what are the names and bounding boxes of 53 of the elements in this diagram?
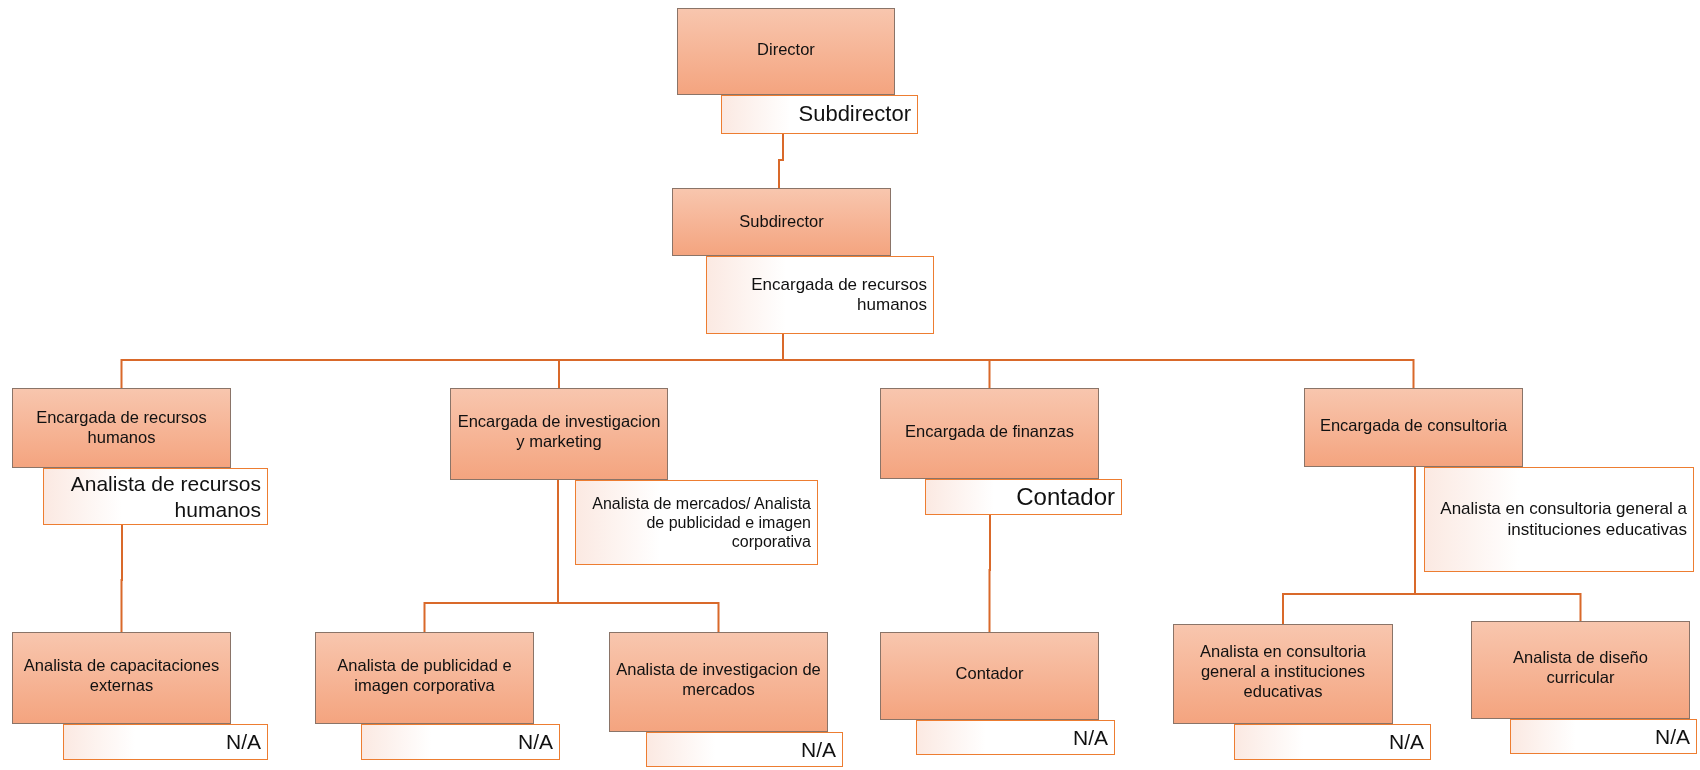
label-box [43,468,268,525]
node-text: Analista en consultoria general a instituciones educativas [1439,499,1687,540]
role-box [450,388,668,480]
role-box [1304,388,1523,467]
role-box [677,8,895,95]
node-text: N/A [801,736,836,763]
node-text: N/A [518,729,553,755]
node-text: Analista de diseño curricular [1512,648,1649,688]
node-text: Encargada de finanzas [905,421,1074,442]
role-box [880,388,1099,479]
role-box [315,632,534,724]
role-box [1471,621,1690,719]
label-box [925,479,1122,515]
node-text: Subdirector [798,101,911,128]
node-text: Encargada de recursos humanos [750,274,927,316]
label-box [646,732,843,767]
label-box [63,724,268,760]
node-text: N/A [1655,723,1690,750]
node-text: Contador [1016,482,1115,512]
role-box [672,188,891,256]
node-text: N/A [1073,724,1108,751]
connector-line [1414,466,1582,622]
role-box [880,632,1099,720]
label-box [706,256,934,334]
node-text: N/A [226,729,261,755]
node-text: Contador [955,664,1024,684]
node-text: Analista de capacitaciones externas [22,656,221,696]
connector-line [988,514,991,633]
node-text: Subdirector [739,212,824,232]
node-text: Analista en consultoria general a instituciones educativas [1199,642,1367,702]
node-text: Analista de mercados/ Analista de publicidad e imagen corporativa [591,493,811,552]
connector-line [778,133,784,189]
label-box [575,480,818,565]
label-box [916,720,1115,755]
node-text: Analista de investigacion de mercados [616,660,821,700]
role-box [12,632,231,724]
node-text: Analista de publicidad e imagen corporativa [336,656,513,696]
connector-line [557,479,720,633]
role-box [1173,624,1393,724]
node-text: Encargada de investigacion y marketing [457,412,661,452]
node-text: N/A [1389,729,1424,755]
label-box [1424,467,1694,572]
node-text: Director [757,39,815,60]
role-box [12,388,231,468]
node-text: Encargada de consultoria [1319,415,1508,436]
node-text: Encargada de recursos humanos [35,408,208,448]
label-box [721,95,918,134]
node-text: Analista de recursos humanos [69,471,261,522]
label-box [361,724,560,760]
label-box [1234,724,1431,760]
label-box [1510,719,1697,754]
connector-line [120,524,123,633]
role-box [609,632,828,732]
